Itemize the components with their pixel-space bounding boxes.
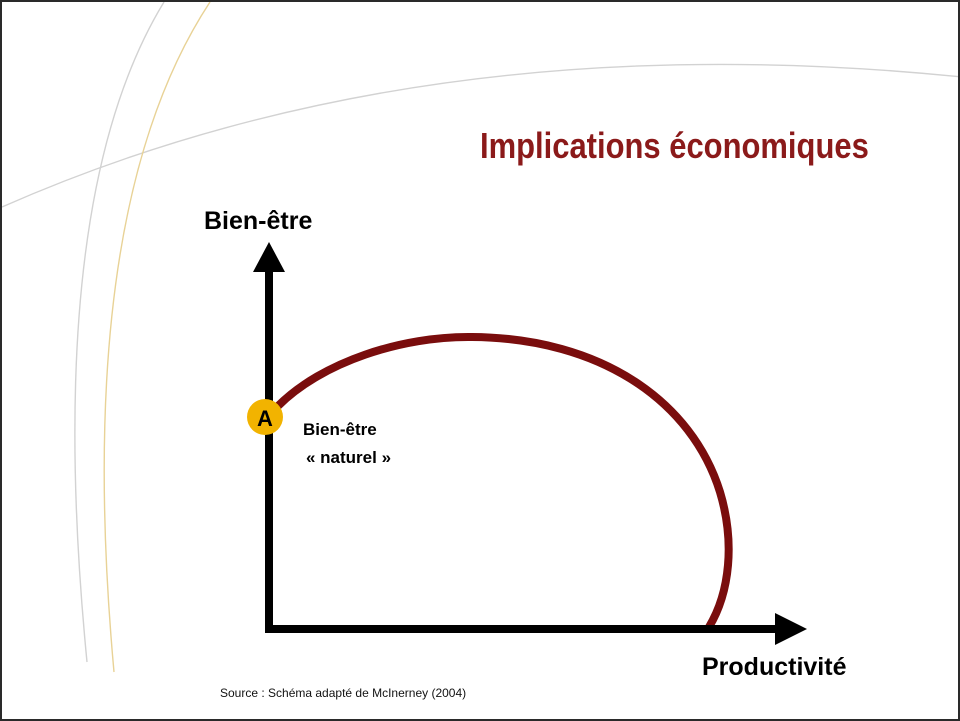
deco-arc-gold [103, 2, 211, 673]
annotation-line-2: « naturel » [306, 448, 391, 467]
x-axis-label: Productivité [702, 653, 847, 681]
deco-arc-large [2, 63, 958, 208]
annotation-line-1: Bien-être [303, 420, 377, 439]
y-axis-arrowhead [253, 242, 285, 272]
deco-arc-steep [74, 2, 165, 663]
point-a-label: A [257, 406, 273, 431]
y-axis-label: Bien-être [204, 207, 312, 235]
point-a-marker [247, 399, 283, 435]
x-axis-arrowhead [775, 613, 807, 645]
welfare-curve [275, 332, 733, 630]
slide-title: Implications économiques [480, 125, 869, 166]
source-note: Source : Schéma adapté de McInerney (200… [220, 686, 467, 700]
